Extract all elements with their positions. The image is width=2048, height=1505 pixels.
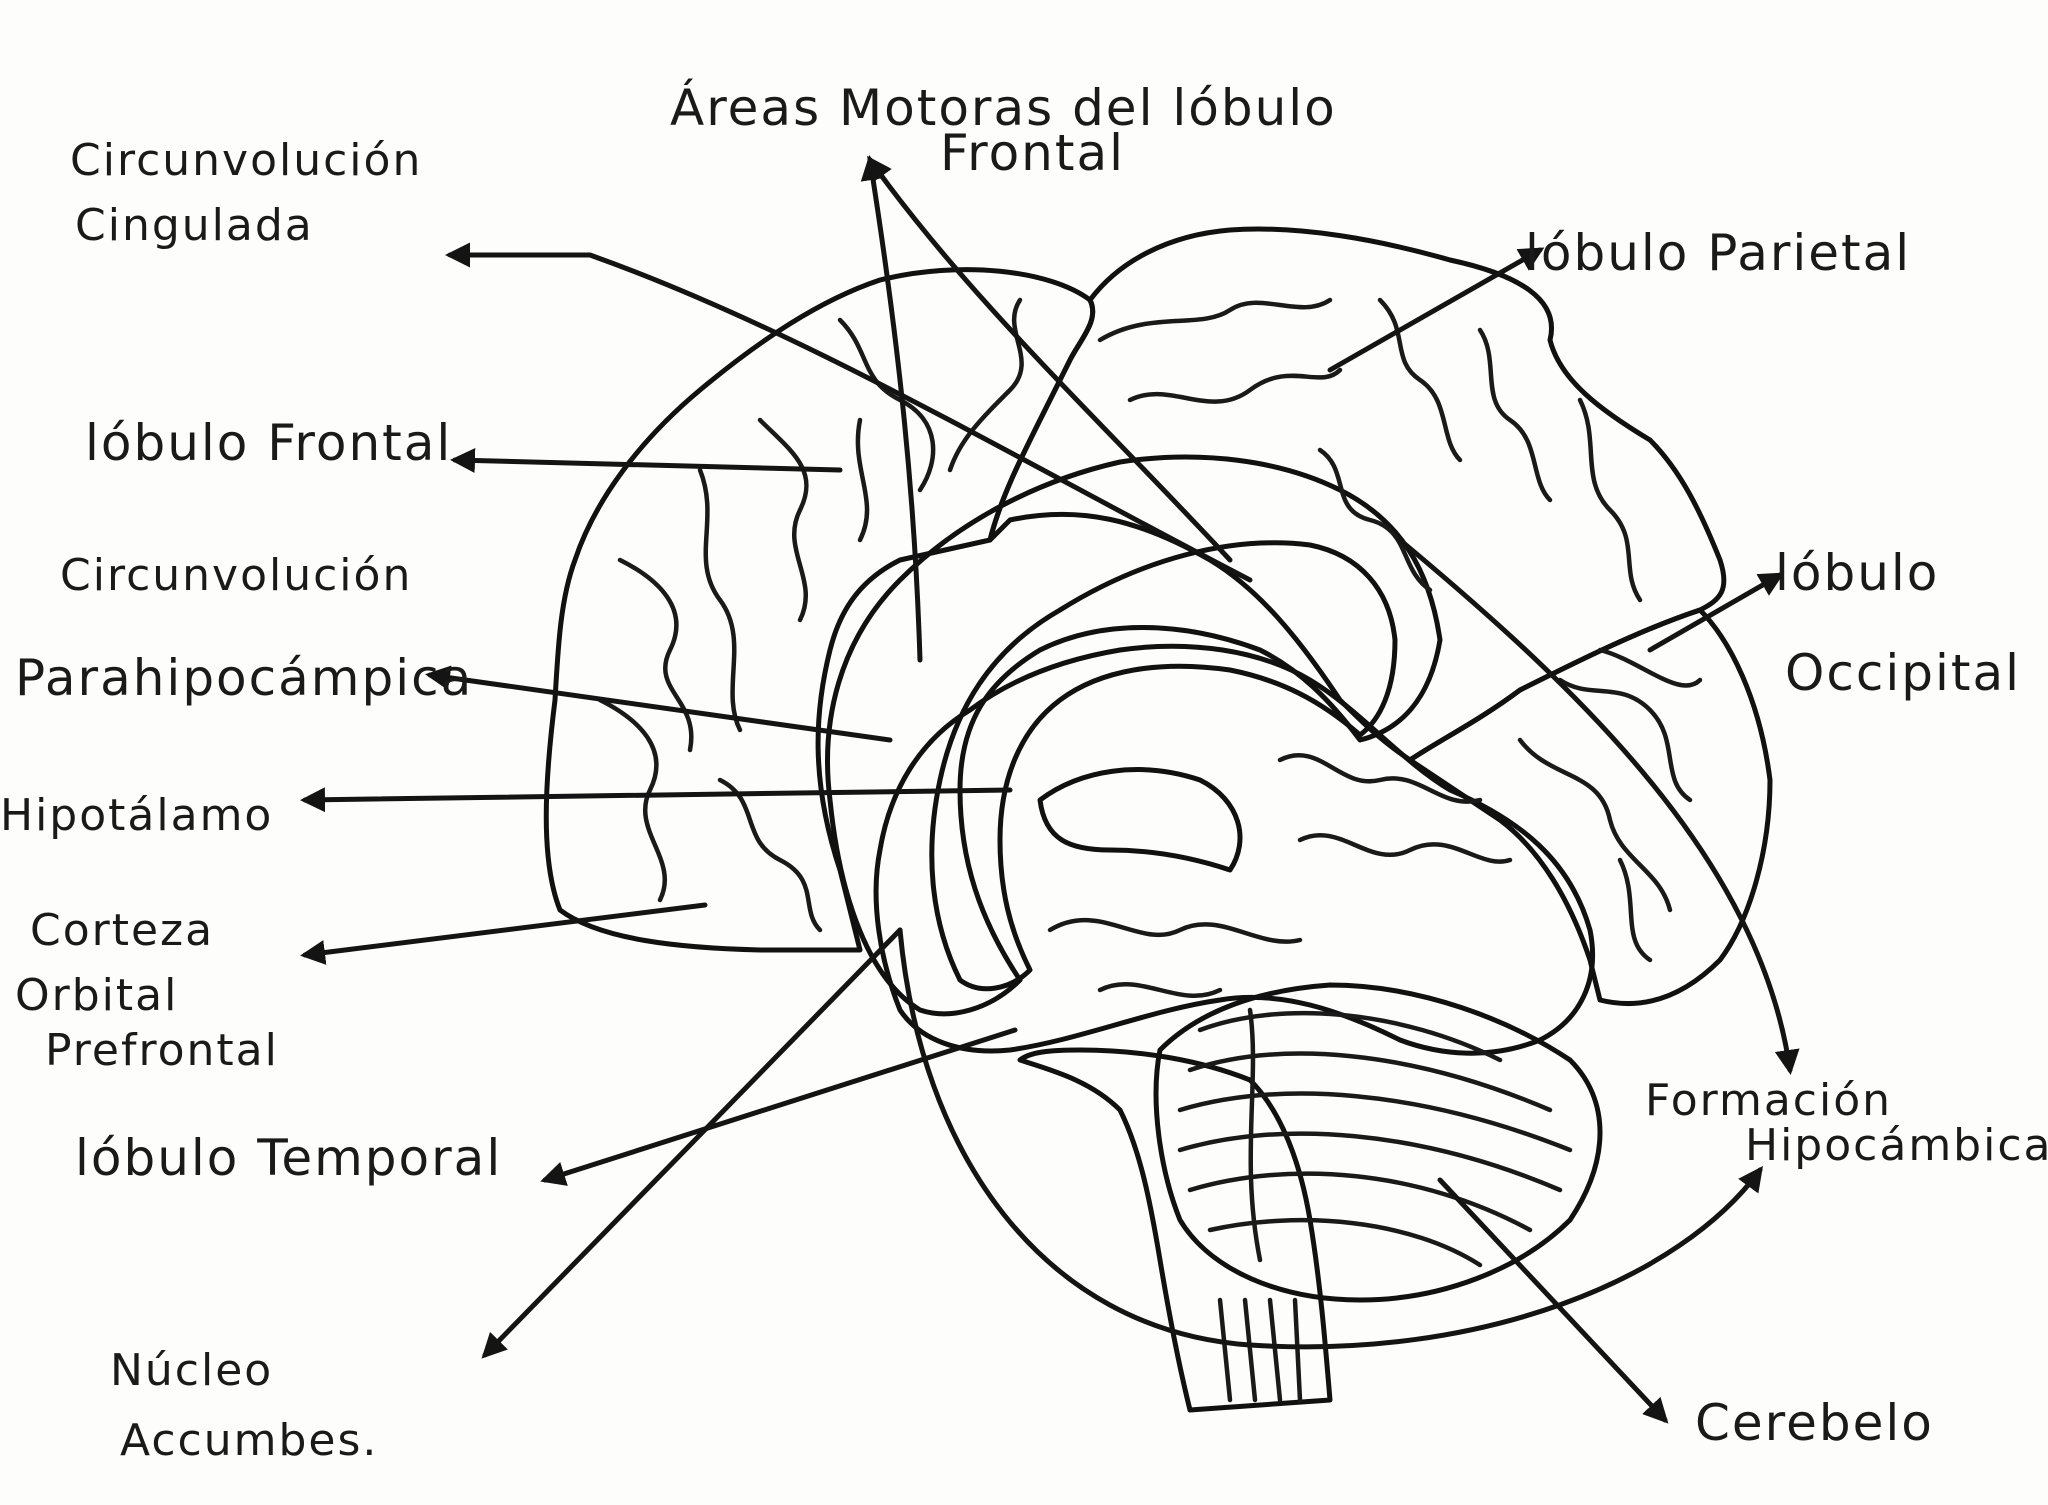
label-hipotalamo: Hipotálamo [0, 790, 273, 841]
label-hipocampica-line1: Formación [1645, 1075, 1892, 1126]
limbic-inner-region [929, 540, 1398, 992]
label-parahipo-line2: Parahipocámpica [15, 649, 473, 707]
labels: Circunvolución Cingulada Áreas Motoras d… [0, 78, 2048, 1466]
arrow-parahipocampica [425, 665, 893, 743]
label-motoras-line2: Frontal [940, 124, 1125, 182]
label-parahipo-line1: Circunvolución [60, 550, 412, 601]
temporal-lobe-region [873, 643, 1596, 1056]
arrow-orbital [300, 902, 708, 965]
thalamus-region [1037, 767, 1243, 873]
brainstem-striations [1217, 1297, 1303, 1403]
label-occipital-line1: lóbulo [1775, 544, 1939, 602]
label-orbital-line2: Orbital [15, 970, 178, 1021]
label-motoras-line1: Áreas Motoras del lóbulo [670, 78, 1337, 137]
label-cerebelo: Cerebelo [1695, 1394, 1934, 1452]
label-accumbens-line1: Núcleo [110, 1345, 273, 1396]
arrow-motoras-right [867, 155, 1233, 563]
cerebellum-folia [1177, 1007, 1573, 1268]
frontal-gyri [597, 297, 1024, 933]
label-temporal: lóbulo Temporal [75, 1129, 502, 1187]
arrow-cerebelo [1437, 1177, 1669, 1424]
cerebellum-region [1153, 982, 1603, 1303]
label-occipital-line2: Occipital [1785, 644, 2021, 702]
arrow-parietal [1327, 247, 1545, 373]
label-cingulada-line2: Cingulada [75, 200, 314, 251]
arrow-cingulada [445, 242, 1253, 583]
occipital-lobe-region [1407, 607, 1773, 1007]
brainstem-region [1017, 1047, 1333, 1413]
label-orbital-line3: Prefrontal [45, 1025, 279, 1076]
arrow-hipocampica-down [1397, 537, 1800, 1075]
occipital-gyri [1517, 647, 1703, 963]
frontal-lobe-region [543, 267, 1096, 953]
label-hipocampica-line2: Hipocámbica. [1745, 1120, 2048, 1171]
arrow-temporal [540, 1027, 1018, 1186]
arrow-frontal [450, 448, 843, 474]
arrow-motoras-left [860, 155, 923, 663]
temporal-gyri [1047, 752, 1513, 998]
arrow-accumbens [481, 927, 903, 1359]
label-accumbens-line2: Accumbes. [120, 1415, 378, 1466]
label-frontal: lóbulo Frontal [85, 414, 452, 472]
arrow-hipocampica-bottom [897, 927, 1763, 1350]
arrow-hipotalamo [300, 787, 1013, 813]
label-orbital-line1: Corteza [30, 905, 214, 956]
label-cingulada-line1: Circunvolución [70, 135, 422, 186]
pointer-arrows [300, 155, 1800, 1424]
arrow-occipital [1647, 572, 1785, 653]
parietal-gyri [1097, 297, 1643, 603]
label-parietal: lóbulo Parietal [1525, 224, 1911, 282]
